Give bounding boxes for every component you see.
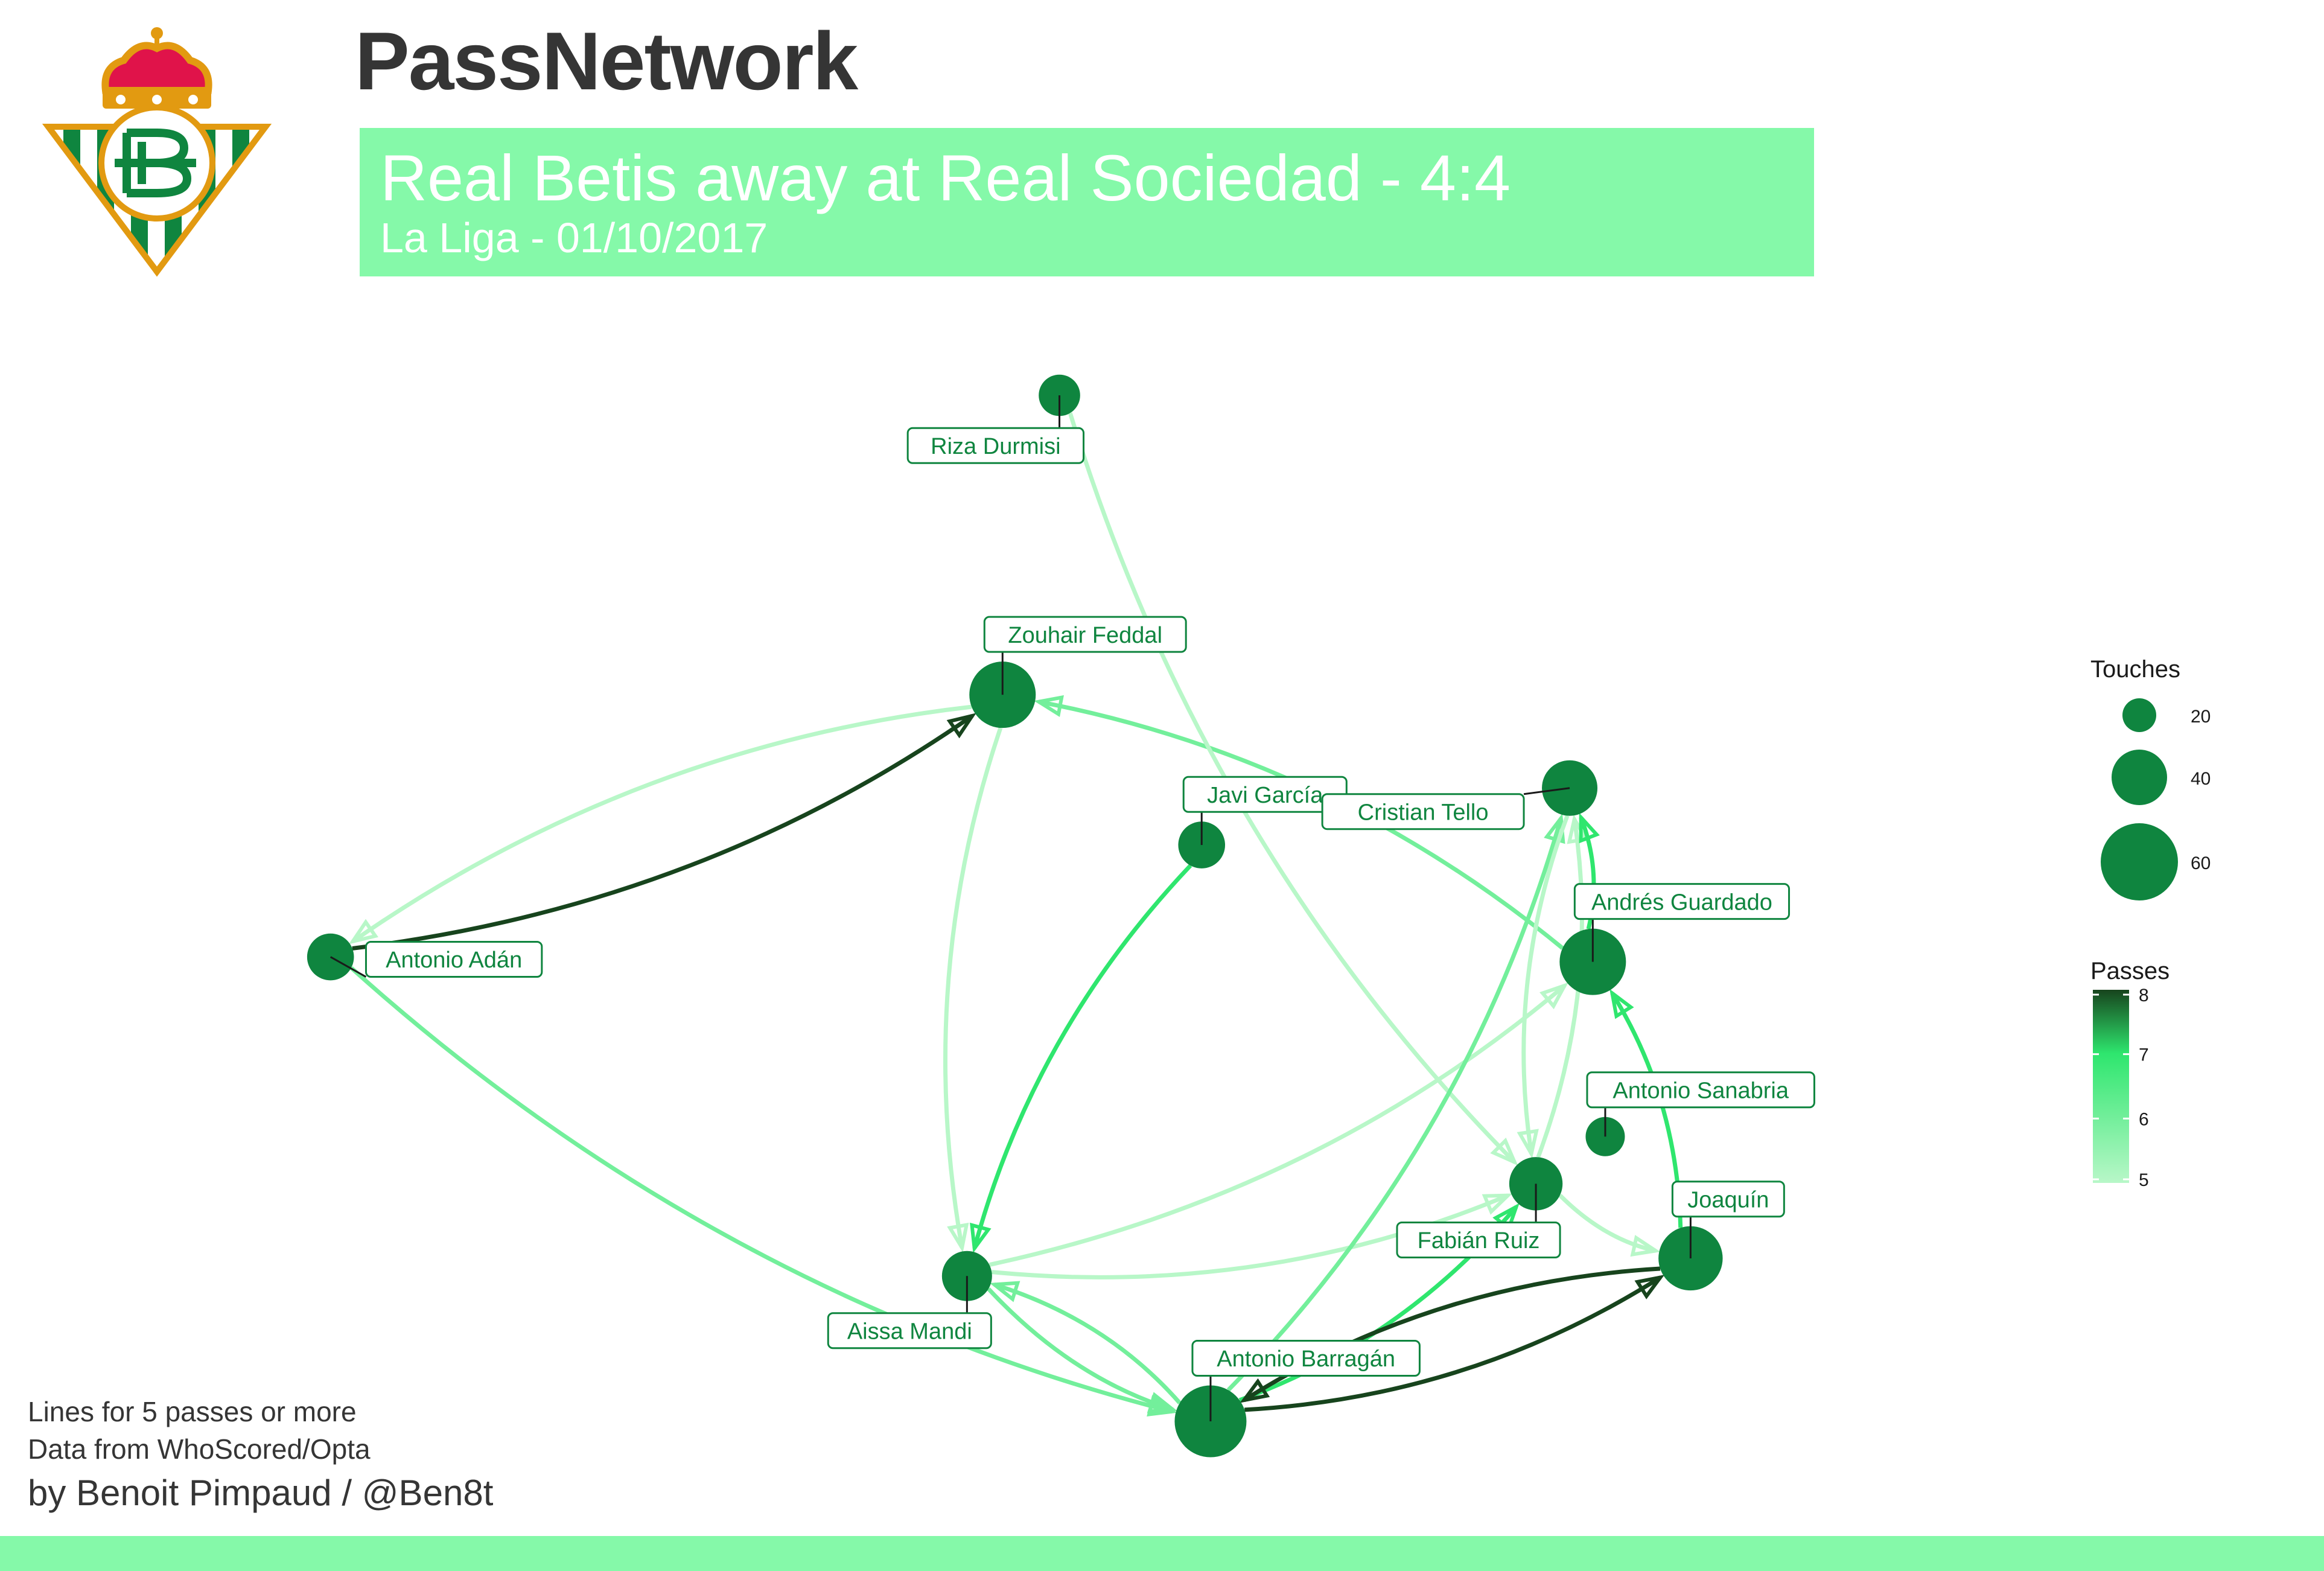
pass-aissa-mandi-to-andres-guardado bbox=[988, 982, 1569, 1267]
legend-touches-symbol bbox=[2112, 750, 2167, 805]
label-box bbox=[1396, 1222, 1561, 1259]
pass-arrowhead bbox=[946, 713, 976, 739]
pass-zouhair-feddal-to-aissa-mandi bbox=[943, 727, 1003, 1253]
pass-line bbox=[972, 864, 1192, 1249]
pass-zouhair-feddal-to-antonio-adan bbox=[348, 704, 972, 945]
legend-touches-label: 60 bbox=[2191, 853, 2211, 873]
pass-fabian-ruiz-to-joaquin bbox=[1558, 1194, 1661, 1257]
player-label: Joaquín bbox=[1687, 1187, 1769, 1213]
label-box bbox=[365, 941, 543, 978]
player-label: Antonio Sanabria bbox=[1612, 1078, 1789, 1103]
label-box bbox=[1671, 1181, 1785, 1218]
legend-touches-label: 40 bbox=[2191, 769, 2211, 789]
legend-passes-title: Passes bbox=[2090, 958, 2170, 984]
match-info: La Liga - 01/10/2017 bbox=[380, 214, 768, 261]
pass-line bbox=[1610, 992, 1683, 1228]
player-label: Zouhair Feddal bbox=[1008, 623, 1162, 648]
pass-javi-garcia-to-aissa-mandi bbox=[970, 864, 1192, 1254]
pass-arrowhead bbox=[1147, 1392, 1178, 1413]
player-label: Antonio Adán bbox=[386, 948, 522, 973]
pass-line bbox=[349, 966, 1173, 1414]
label-box bbox=[1586, 1071, 1815, 1109]
pass-line bbox=[988, 984, 1566, 1267]
pass-joaquin-to-andres-guardado bbox=[1609, 989, 1683, 1228]
player-label: Cristian Tello bbox=[1358, 800, 1489, 825]
label-box bbox=[827, 1312, 992, 1350]
pass-line bbox=[1558, 1194, 1657, 1253]
pass-riza-durmisi-to-fabian-ruiz bbox=[1068, 412, 1518, 1166]
pass-cristian-tello-to-fabian-ruiz bbox=[1517, 815, 1570, 1159]
label-leader bbox=[1523, 787, 1570, 795]
pass-arrowhead bbox=[1482, 1193, 1513, 1215]
pass-arrowhead bbox=[1630, 1235, 1661, 1257]
author-credit: by Benoit Pimpaud / @Ben8t bbox=[28, 1473, 494, 1513]
label-box bbox=[1573, 883, 1791, 920]
label-box bbox=[1191, 1340, 1421, 1377]
chart-subtitle: Real Betis away at Real Sociedad - 4:4 bbox=[380, 141, 1511, 214]
pass-antonio-adan-to-zouhair-feddal bbox=[352, 713, 976, 951]
pass-arrowhead bbox=[970, 1222, 992, 1254]
pass-line bbox=[993, 1283, 1182, 1404]
crown-icon bbox=[101, 27, 212, 109]
pass-line bbox=[987, 1287, 1174, 1412]
pass-arrowhead bbox=[1609, 989, 1634, 1019]
monogram-icon bbox=[115, 129, 196, 197]
player-label: Riza Durmisi bbox=[931, 434, 1060, 459]
pass-arrowhead bbox=[989, 1281, 1020, 1302]
label-box bbox=[1321, 793, 1525, 830]
pass-antonio-barragan-to-aissa-mandi bbox=[989, 1281, 1182, 1404]
pass-arrowhead bbox=[1517, 1129, 1539, 1159]
pass-joaquin-to-antonio-barragan bbox=[1240, 1266, 1661, 1403]
player-label: Javi García bbox=[1207, 783, 1323, 808]
club-crest-logo bbox=[42, 27, 272, 277]
pass-arrowhead bbox=[348, 919, 378, 945]
pass-arrowhead bbox=[1579, 812, 1600, 844]
player-label: Aissa Mandi bbox=[847, 1319, 972, 1344]
label-box bbox=[983, 616, 1187, 653]
player-label: Fabián Ruiz bbox=[1418, 1228, 1540, 1254]
footer-bar bbox=[0, 1536, 2324, 1571]
pass-line bbox=[1521, 815, 1570, 1155]
legend-touches-symbol bbox=[2101, 823, 2178, 900]
label-box bbox=[906, 427, 1085, 464]
pass-antonio-adan-to-antonio-barragan bbox=[349, 966, 1177, 1416]
player-label: Andrés Guardado bbox=[1591, 890, 1772, 915]
legend-touches-label: 20 bbox=[2191, 707, 2211, 727]
legend-passes-label: 6 bbox=[2139, 1109, 2149, 1129]
caption-min-passes: Lines for 5 passes or more bbox=[28, 1396, 357, 1427]
legend-touches-title: Touches bbox=[2090, 656, 2180, 683]
chart-title: PassNetwork bbox=[355, 15, 858, 107]
title-banner: Real Betis away at Real Sociedad - 4:4 L… bbox=[360, 128, 1814, 276]
pass-line bbox=[352, 714, 974, 951]
pass-edges bbox=[348, 412, 1683, 1416]
pass-arrowhead bbox=[1034, 695, 1064, 718]
pass-arrowhead bbox=[1539, 982, 1569, 1010]
player-label: Antonio Barragán bbox=[1217, 1346, 1395, 1372]
pass-arrowhead bbox=[1634, 1275, 1665, 1299]
pass-antonio-barragan-to-joaquin bbox=[1244, 1275, 1665, 1412]
legend-passes-label: 5 bbox=[2139, 1170, 2149, 1190]
pass-arrowhead bbox=[1240, 1378, 1270, 1403]
pass-line bbox=[351, 704, 972, 943]
pass-aissa-mandi-to-antonio-barragan bbox=[987, 1287, 1178, 1413]
pass-line bbox=[943, 727, 1003, 1249]
pass-line bbox=[1226, 817, 1564, 1392]
legend-passes-label: 7 bbox=[2139, 1045, 2149, 1065]
pass-line bbox=[1068, 412, 1517, 1164]
label-leader bbox=[329, 956, 367, 978]
legend-passes-colorbar bbox=[2093, 990, 2129, 1183]
legend-touches-symbol bbox=[2122, 698, 2156, 732]
pass-line bbox=[1243, 1266, 1661, 1403]
pass-arrowhead bbox=[1490, 1137, 1518, 1166]
pass-arrowhead bbox=[947, 1222, 969, 1253]
caption-data-source: Data from WhoScored/Opta bbox=[28, 1433, 371, 1465]
pass-line bbox=[1244, 1275, 1662, 1412]
legend-passes-label: 8 bbox=[2139, 986, 2149, 1005]
